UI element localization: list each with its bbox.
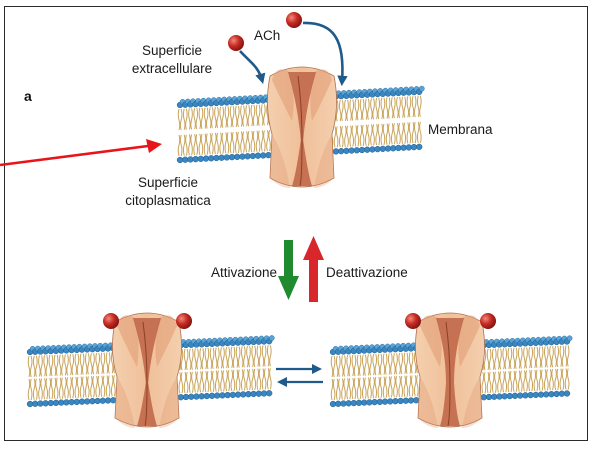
deactivation-label: Deattivazione <box>326 265 408 280</box>
deactivation-arrow <box>303 236 324 302</box>
ach-ligand-bound-bl-left <box>103 313 119 329</box>
ligand-label: ACh <box>254 28 280 43</box>
ach-ligand-bound-br-right <box>480 313 496 329</box>
membrane-label: Membrana <box>428 122 493 137</box>
ach-ligand-bound-br-left <box>405 313 421 329</box>
ach-ligand-right <box>286 12 302 28</box>
cytoplasmic-label-line2: citoplasmatica <box>125 193 211 208</box>
ach-receptor-channel-bound-right <box>415 312 485 428</box>
ligand-binding-arrow-right <box>302 21 348 87</box>
ach-ligand-bound-bl-right <box>176 313 192 329</box>
ach-receptor-channel-bound-left <box>112 312 182 428</box>
equilibrium-arrows <box>276 364 323 387</box>
ach-ligand-left <box>228 35 244 51</box>
cytoplasmic-label-line1: Superficie <box>138 175 198 190</box>
activation-label: Attivazione <box>211 265 277 280</box>
figure-frame <box>4 6 588 441</box>
panel-label: a <box>24 88 32 104</box>
extracellular-label-line2: extracellulare <box>132 61 212 76</box>
ach-receptor-channel-closed <box>267 66 337 188</box>
ligand-binding-arrow-left <box>239 50 266 84</box>
activation-arrow <box>278 240 299 300</box>
extracellular-label-line1: Superficie <box>142 43 202 58</box>
pointer-arrow <box>0 139 162 167</box>
